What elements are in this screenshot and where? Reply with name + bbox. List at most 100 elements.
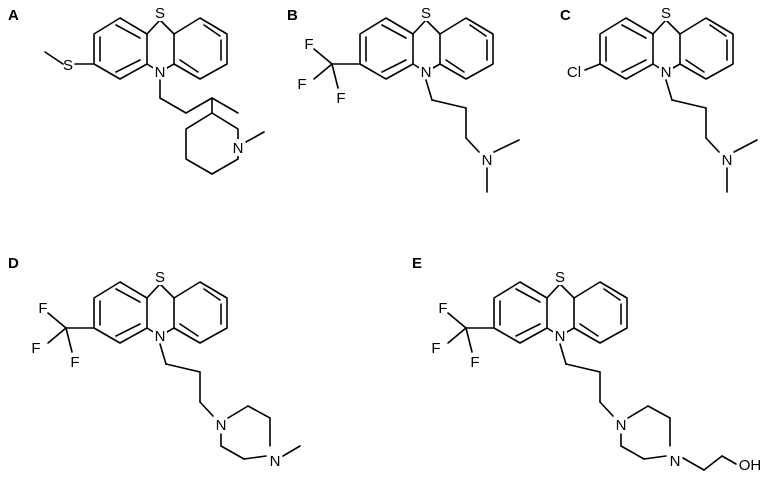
c-s-bond [546,283,561,299]
piperazine-bond [647,405,671,419]
amine-nitrogen-atom: N [482,152,493,169]
piperazine-bond [227,405,249,419]
piperazine-bond [243,455,267,460]
chain-bond [559,343,567,365]
c-f-bond [313,48,333,65]
sulfur-atom: S [421,5,431,22]
c-s-bond [652,19,667,35]
chain-bond [211,97,239,114]
right-benzene-ring [173,281,228,344]
chain-bond [682,457,705,471]
aromatic-double-bond [515,288,541,303]
sulfur-atom: S [155,269,165,286]
panel-label-a: A [8,7,19,24]
aromatic-double-bond [115,288,141,303]
aromatic-double-bond [381,59,407,73]
aromatic-double-bond [603,288,621,301]
c-f-bond [447,312,467,329]
aromatic-double-bond [515,323,541,337]
nitrogen-atom: N [555,328,566,345]
c-f-bond [331,63,339,89]
chain-bond [703,455,723,471]
chain-bond [425,79,433,101]
nitrogen-atom: N [661,64,672,81]
piperidine-ring [185,112,239,175]
aromatic-double-bond [115,24,141,39]
c-cl-bond [584,63,601,71]
c-s-bond [665,19,681,35]
c-s-bond [159,283,175,299]
piperazine-bond [247,405,271,419]
c-f-bond [465,327,473,353]
sulfur-atom: S [661,5,671,22]
piperazine-bond [627,405,649,419]
fluorine-atom: F [336,90,345,107]
nitrogen-atom: N [421,64,432,81]
thioether-sulfur-atom: S [63,57,73,74]
right-benzene-ring [573,281,628,344]
aromatic-double-bond [621,24,647,39]
chain-bond [565,363,601,373]
aromatic-double-bond [469,24,487,37]
chain-bond [185,97,213,114]
hydroxyl-group: OH [739,457,762,474]
c-f-bond [65,327,73,353]
right-benzene-ring [173,17,228,80]
panel-label-c: C [560,7,571,24]
c-s-bond [559,283,575,299]
fluorine-atom: F [438,300,447,317]
chain-bond [671,99,707,109]
right-benzene-ring [439,17,494,80]
piperazine-nitrogen-atom: N [216,417,227,434]
chain-bond [721,455,737,465]
right-benzene-ring [679,17,734,80]
n-methyl-bond [245,131,265,143]
aromatic-double-bond [445,59,465,73]
nitrogen-atom: N [155,328,166,345]
chain-bond [705,137,720,153]
structure-a: A S N S N [8,4,265,175]
aromatic-double-bond [179,59,199,73]
sulfur-atom: S [555,269,565,286]
structure-b: B S N F F F N [287,4,520,193]
chain-bond [665,79,673,101]
n-methyl-bond [493,139,520,153]
piperidine-nitrogen-atom: N [233,140,244,157]
fluorine-atom: F [304,36,313,53]
panel-label-e: E [412,255,422,272]
panel-label-d: D [8,255,19,272]
c-f-bond [447,327,467,344]
n-methyl-bond [733,139,758,153]
nitrogen-atom: N [155,64,166,81]
chain-bond [159,97,187,114]
c-f-bond [313,63,333,80]
piperazine-bond [620,445,645,460]
aromatic-double-bond [685,59,705,73]
piperazine-nitrogen-atom: N [670,453,681,470]
chlorine-atom: Cl [567,64,581,81]
aromatic-double-bond [381,24,407,39]
c-f-bond [47,327,67,344]
piperazine-bond [643,455,667,460]
c-f-bond [47,312,67,329]
s-methyl-bond [44,51,64,65]
aromatic-double-bond [179,323,199,337]
fluorine-atom: F [470,354,479,371]
panel-label-b: B [287,7,298,24]
n-methyl-bond [282,445,301,457]
amine-nitrogen-atom: N [722,152,733,169]
aromatic-double-bond [709,24,727,37]
aromatic-double-bond [115,323,141,337]
c-s-bond [425,19,441,35]
piperazine-bond [220,445,245,460]
piperazine-nitrogen-atom: N [270,453,281,470]
fluorine-atom: F [31,340,40,357]
aromatic-double-bond [203,24,221,37]
structure-c: C S N Cl N [560,4,758,193]
fluorine-atom: F [70,354,79,371]
c-s-bond [146,19,161,35]
fluorine-atom: F [431,340,440,357]
structure-d: D S N F F F N N [8,255,301,470]
sulfur-atom: S [155,5,165,22]
